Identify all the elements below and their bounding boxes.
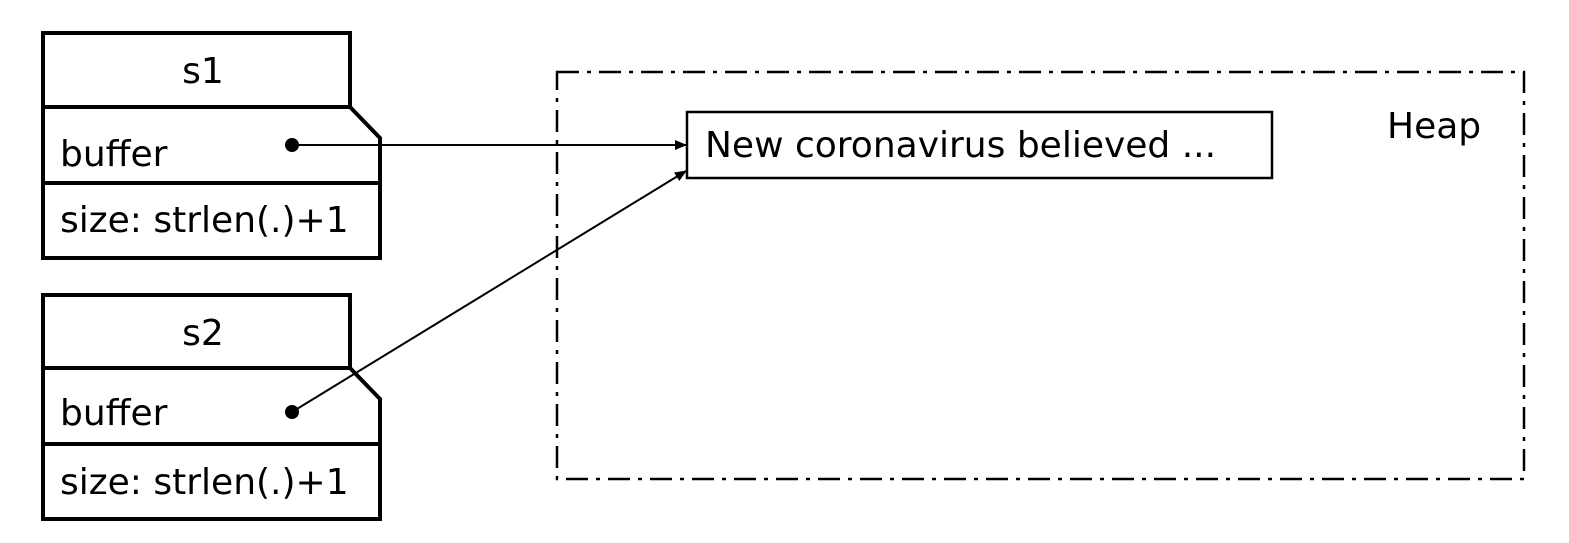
pointer-s2-buffer xyxy=(285,170,687,419)
pointer-s2-origin-dot xyxy=(285,405,299,419)
struct-s1-buffer-field: buffer xyxy=(60,134,168,175)
heap-string-outline xyxy=(685,110,1274,180)
struct-s2-name: s2 xyxy=(182,313,224,354)
struct-s2: s2 buffer size: strlen(.)+1 xyxy=(41,293,382,521)
struct-s1-name: s1 xyxy=(182,51,224,92)
struct-s1: s1 buffer size: strlen(.)+1 xyxy=(41,31,382,260)
struct-s2-buffer-field: buffer xyxy=(60,393,168,434)
heap-border xyxy=(555,70,1526,481)
heap-region: Heap xyxy=(555,70,1526,481)
heap-string-box: New coronavirus believed ... xyxy=(685,110,1274,180)
heap-label: Heap xyxy=(1387,106,1481,147)
struct-s2-size-field: size: strlen(.)+1 xyxy=(60,462,349,503)
struct-s1-outline xyxy=(41,31,382,260)
pointer-s1-buffer xyxy=(285,138,687,152)
pointer-s2-arrow xyxy=(291,170,687,413)
struct-s1-size-field: size: strlen(.)+1 xyxy=(60,200,349,241)
heap-string-value: New coronavirus believed ... xyxy=(705,125,1216,166)
struct-s2-outline xyxy=(41,293,382,521)
pointer-s1-origin-dot xyxy=(285,138,299,152)
